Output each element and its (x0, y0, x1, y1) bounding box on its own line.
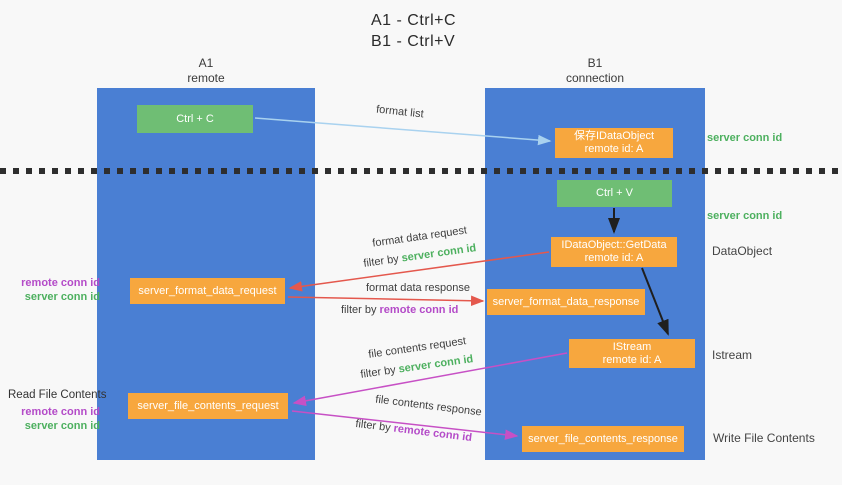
filter-key-server-2: server conn id (397, 353, 475, 376)
title-line-2: B1 - Ctrl+V (371, 33, 456, 50)
column-a1-subtitle: remote (187, 71, 225, 85)
annotation-server-conn-id-mid: server conn id (707, 210, 783, 222)
node-istream-line1: IStream (612, 340, 652, 353)
node-ctrl-v: Ctrl + V (557, 180, 672, 207)
annotation-read-file-contents: Read File Contents (8, 389, 107, 401)
filter-key-remote-1: remote conn id (379, 304, 459, 316)
node-ctrl-v-label: Ctrl + V (596, 187, 633, 199)
node-server-format-data-request: server_format_data_request (130, 278, 285, 304)
column-header-a1: A1 remote (146, 56, 266, 86)
column-a1-name: A1 (198, 56, 214, 70)
label-filter-by-remote-1: filter by remote conn id (341, 304, 458, 316)
column-header-b1: B1 connection (535, 56, 655, 86)
node-getdata-line1: IDataObject::GetData (561, 239, 667, 251)
annotation-istream: Istream (712, 348, 753, 362)
annotation-write-file-contents: Write File Contents (713, 431, 815, 445)
node-istream-line2: remote id: A (602, 353, 662, 366)
annotation-server-conn-id-2: server conn id (24, 420, 100, 432)
dashed-divider (0, 168, 842, 174)
filter-key-remote-2: remote conn id (392, 422, 473, 445)
label-file-contents-response: file contents response (374, 393, 483, 419)
filter-prefix-2: filter by (341, 304, 380, 316)
filter-prefix-4: filter by (354, 417, 395, 435)
arrow-format-data-response (287, 295, 485, 307)
annotation-remote-conn-id-2: remote conn id (21, 406, 100, 418)
node-ctrl-c-label: Ctrl + C (176, 112, 214, 125)
node-file-response-label: server_file_contents_response (528, 432, 678, 445)
column-b1-subtitle: connection (565, 71, 625, 85)
node-idataobject-getdata: IDataObject::GetData remote id: A (551, 237, 677, 267)
node-save-idataobject-line1: 保存IDataObject (573, 130, 655, 142)
node-server-file-contents-request: server_file_contents_request (128, 393, 288, 419)
title-line-1: A1 - Ctrl+C (371, 12, 457, 29)
annotation-server-conn-id-top: server conn id (707, 132, 783, 144)
node-format-response-label: server_format_data_response (492, 295, 640, 308)
node-format-request-label: server_format_data_request (138, 284, 277, 297)
node-server-file-contents-response: server_file_contents_response (522, 426, 684, 452)
node-istream: IStream remote id: A (569, 339, 695, 368)
node-file-request-label: server_file_contents_request (137, 399, 279, 412)
node-save-idataobject: 保存IDataObject remote id: A (555, 128, 673, 158)
node-save-idataobject-line2: remote id: A (584, 143, 644, 155)
annotation-server-conn-id-1: server conn id (24, 291, 100, 303)
node-getdata-line2: remote id: A (584, 252, 644, 264)
label-filter-by-remote-2: filter by remote conn id (355, 418, 473, 444)
annotation-dataobject: DataObject (712, 244, 773, 258)
label-format-list: format list (375, 103, 425, 121)
column-b1-name: B1 (587, 56, 603, 70)
node-ctrl-c: Ctrl + C (137, 105, 253, 133)
filter-prefix-3: filter by (359, 363, 400, 381)
filter-key-server-1: server conn id (400, 242, 478, 265)
filter-prefix-1: filter by (362, 252, 403, 270)
diagram-title: A1 - Ctrl+C B1 - Ctrl+V (371, 10, 456, 52)
node-server-format-data-response: server_format_data_response (487, 289, 645, 315)
annotation-remote-conn-id-1: remote conn id (21, 277, 100, 289)
label-format-data-response: format data response (366, 282, 470, 294)
